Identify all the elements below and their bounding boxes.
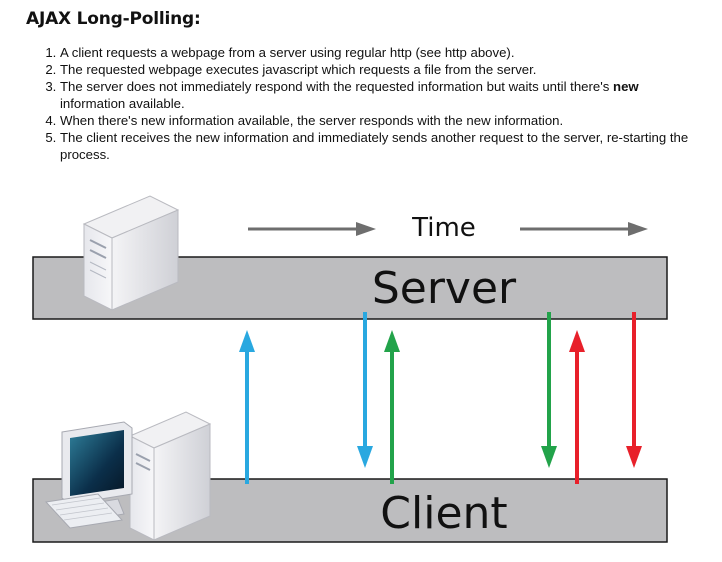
blue-server-response-arrow bbox=[357, 312, 373, 468]
blue-client-request-arrow bbox=[239, 330, 255, 484]
list-item: The server does not immediately respond … bbox=[60, 78, 720, 112]
green-server-response-arrow bbox=[541, 312, 557, 468]
time-label: Time bbox=[411, 213, 476, 243]
steps-list: A client requests a webpage from a serve… bbox=[24, 44, 720, 163]
page-title: AJAX Long-Polling: bbox=[26, 9, 201, 29]
time-arrow-right bbox=[520, 222, 648, 236]
green-client-request-arrow bbox=[384, 330, 400, 484]
red-server-response-arrow bbox=[626, 312, 642, 468]
server-tower-icon bbox=[82, 195, 180, 311]
list-item: The client receives the new information … bbox=[60, 129, 720, 163]
list-item: A client requests a webpage from a serve… bbox=[60, 44, 720, 61]
server-label: Server bbox=[372, 263, 517, 314]
time-arrow-left bbox=[248, 222, 376, 236]
red-client-request-arrow bbox=[569, 330, 585, 484]
list-item: The requested webpage executes javascrip… bbox=[60, 61, 720, 78]
client-label: Client bbox=[380, 488, 507, 539]
list-item: When there's new information available, … bbox=[60, 112, 720, 129]
client-computer-icon bbox=[44, 411, 212, 541]
